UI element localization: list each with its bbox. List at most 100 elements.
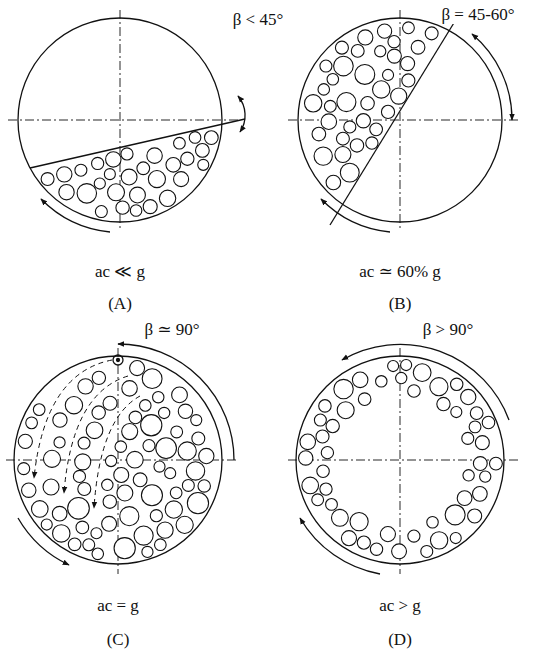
lifted-ball xyxy=(113,355,123,365)
grinding-ball xyxy=(421,545,433,557)
grinding-ball xyxy=(366,137,378,149)
rotation-arrow xyxy=(41,199,110,232)
cascade-paths xyxy=(34,360,140,508)
grinding-ball xyxy=(312,494,324,506)
grinding-ball xyxy=(321,114,337,130)
grinding-ball xyxy=(314,147,332,165)
grinding-ball xyxy=(130,187,146,203)
mill-shell xyxy=(296,356,504,564)
grinding-ball xyxy=(463,470,474,481)
grinding-ball xyxy=(68,497,90,519)
grinding-ball xyxy=(171,426,183,438)
grinding-ball xyxy=(122,381,137,396)
grinding-ball xyxy=(75,454,91,470)
grinding-ball xyxy=(344,121,356,133)
grinding-ball xyxy=(22,483,36,497)
grinding-ball xyxy=(326,175,341,190)
grinding-ball xyxy=(141,415,162,436)
grinding-ball xyxy=(43,450,60,467)
grinding-ball xyxy=(451,407,462,418)
grinding-ball xyxy=(312,127,326,141)
grinding-ball xyxy=(129,411,142,424)
grinding-ball xyxy=(381,105,394,118)
grinding-ball xyxy=(331,509,348,526)
grinding-ball xyxy=(450,533,461,544)
grinding-ball xyxy=(437,397,450,410)
grinding-ball xyxy=(473,457,487,471)
grinding-ball xyxy=(92,371,105,384)
grinding-ball xyxy=(182,479,194,491)
grinding-ball xyxy=(156,438,177,459)
angle-label: β ≃ 90° xyxy=(142,321,201,340)
grinding-ball xyxy=(142,546,153,557)
grinding-ball xyxy=(341,531,356,546)
grinding-ball xyxy=(457,491,472,506)
grinding-ball xyxy=(350,512,368,530)
grinding-ball xyxy=(191,415,202,426)
grinding-balls xyxy=(18,22,503,560)
grinding-ball xyxy=(133,473,147,487)
charge-surface xyxy=(330,13,460,225)
angle-label: β = 45-60° xyxy=(439,6,516,25)
grinding-ball xyxy=(357,536,370,549)
grinding-ball xyxy=(370,123,383,136)
grinding-ball xyxy=(356,114,370,128)
grinding-ball xyxy=(198,159,209,170)
grinding-ball xyxy=(321,446,333,458)
grinding-ball xyxy=(318,84,330,96)
angle-arc xyxy=(472,34,512,120)
grinding-ball xyxy=(334,379,353,398)
rotation-arrow xyxy=(321,199,390,232)
grinding-ball xyxy=(186,462,204,480)
charge-surface xyxy=(30,119,245,168)
grinding-ball xyxy=(143,440,155,452)
grinding-ball xyxy=(121,169,137,185)
grinding-ball xyxy=(106,152,121,167)
grinding-ball xyxy=(358,30,373,45)
grinding-ball xyxy=(302,477,319,494)
grinding-ball xyxy=(78,379,93,394)
grinding-ball xyxy=(18,434,32,448)
grinding-ball xyxy=(59,184,74,199)
grinding-ball xyxy=(115,441,127,453)
angle-label: β > 90° xyxy=(421,321,476,340)
grinding-ball xyxy=(176,516,193,533)
grinding-ball xyxy=(392,544,407,559)
grinding-ball xyxy=(86,422,103,439)
grinding-ball xyxy=(320,60,332,72)
grinding-ball xyxy=(396,372,407,383)
grinding-ball xyxy=(155,539,167,551)
grinding-ball xyxy=(413,364,431,382)
lifted-ball xyxy=(117,359,120,362)
grinding-ball xyxy=(157,522,173,538)
grinding-ball xyxy=(336,132,349,145)
grinding-ball xyxy=(361,97,375,111)
grinding-ball xyxy=(137,162,150,175)
grinding-ball xyxy=(92,406,105,419)
grinding-ball xyxy=(376,376,387,387)
grinding-ball xyxy=(430,378,448,396)
grinding-ball xyxy=(114,467,129,482)
grinding-ball xyxy=(116,201,129,214)
grinding-ball xyxy=(103,495,116,508)
angle-arc xyxy=(342,344,509,420)
grinding-ball xyxy=(31,501,48,518)
grinding-ball xyxy=(355,65,375,85)
centerline xyxy=(8,120,240,121)
grinding-ball xyxy=(324,100,336,112)
grinding-ball xyxy=(187,493,208,514)
grinding-ball xyxy=(489,457,502,470)
grinding-ball xyxy=(408,385,421,398)
grinding-ball xyxy=(382,69,393,80)
grinding-ball xyxy=(18,463,30,475)
grinding-ball xyxy=(102,516,117,531)
grinding-ball xyxy=(130,205,142,217)
cascade-path xyxy=(64,376,128,493)
grinding-ball xyxy=(53,525,70,542)
panel-letter: (A) xyxy=(106,295,134,314)
centerlines xyxy=(6,10,520,574)
grinding-ball xyxy=(430,532,447,549)
angle-arc xyxy=(118,344,234,460)
grinding-ball xyxy=(166,157,181,172)
mill-shell xyxy=(14,356,222,564)
